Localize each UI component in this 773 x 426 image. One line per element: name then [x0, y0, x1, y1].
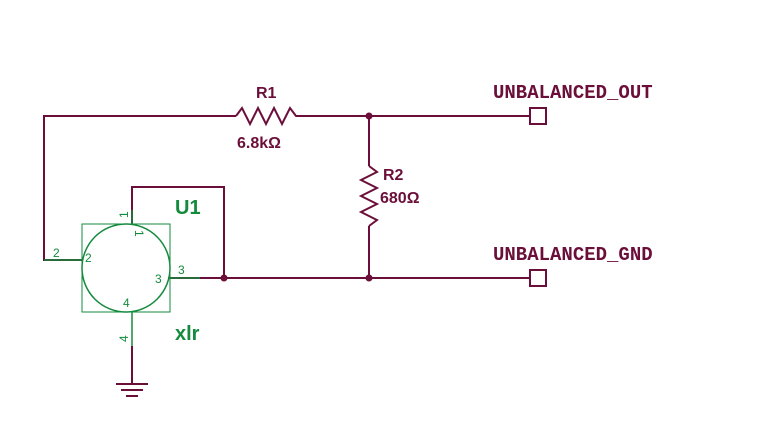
r1-value-label: 6.8kΩ — [237, 135, 281, 152]
ground-symbol — [116, 383, 148, 397]
port-unbalanced-gnd-label: UNBALANCED_GND — [493, 244, 653, 266]
junction-dot — [220, 274, 228, 282]
r2-value-label: 680Ω — [380, 190, 420, 207]
r2-ref-label: R2 — [383, 167, 404, 184]
resistor-r2-zigzag — [358, 165, 380, 227]
u1-pin1-outer-number: 1 — [117, 211, 131, 218]
wires — [43, 115, 530, 384]
resistor-r2[interactable] — [358, 165, 380, 227]
u1-pin4-outer-number: 4 — [117, 335, 131, 342]
xlr-connector-u1[interactable] — [44, 210, 200, 346]
port-unbalanced-gnd-terminal[interactable] — [529, 269, 547, 287]
u1-pin3-outer-number: 3 — [178, 263, 185, 277]
u1-pin3-inner-number: 3 — [155, 272, 162, 286]
junction-dot — [365, 112, 373, 120]
u1-ref-label: U1 — [175, 197, 201, 219]
resistor-r1[interactable] — [235, 105, 300, 127]
r1-ref-label: R1 — [256, 85, 277, 102]
u1-connector-circle — [81, 223, 171, 313]
u1-pin2-inner-number: 2 — [85, 251, 92, 265]
u1-value-label: xlr — [175, 323, 200, 345]
wire-pin1-loop — [131, 186, 225, 278]
port-unbalanced-out-label: UNBALANCED_OUT — [493, 82, 653, 104]
junction-dot — [365, 274, 373, 282]
port-unbalanced-out-terminal[interactable] — [529, 107, 547, 125]
u1-pin2-outer-number: 2 — [53, 246, 60, 260]
u1-pin4-inner-number: 4 — [123, 296, 130, 310]
resistor-r1-zigzag — [235, 105, 300, 127]
u1-pin1-inner-number: 1 — [132, 230, 146, 237]
